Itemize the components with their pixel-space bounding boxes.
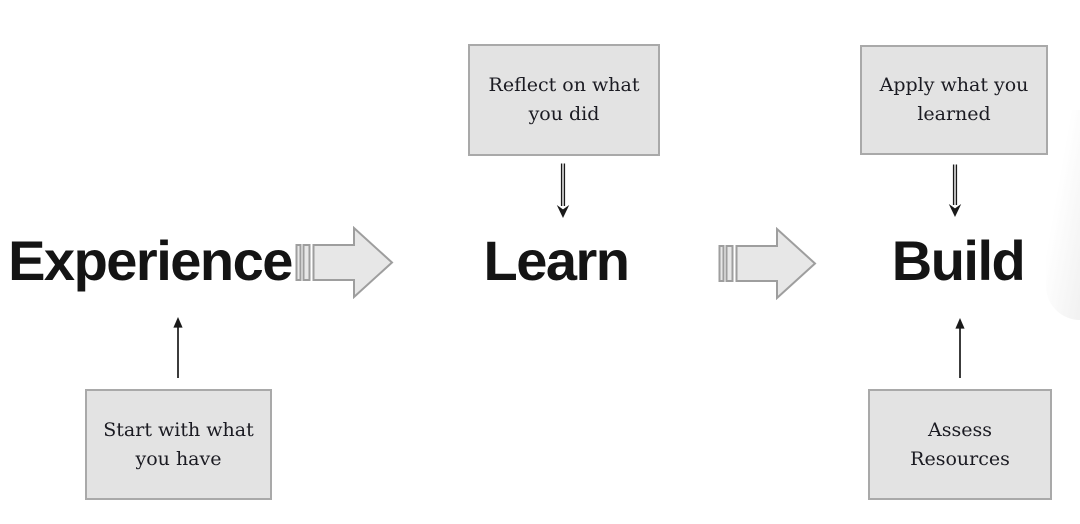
box-text-line: you have [135,447,222,470]
box-text-line: Assess [928,418,992,441]
stage-label-learn: Learn [483,229,631,292]
striped-right-arrow-icon [295,226,394,299]
box-assess-resources: Assess Resources [868,389,1052,500]
box-text-line: Apply what you [879,74,1029,96]
box-text-line: you did [528,103,600,125]
box-reflect-on-what-you-did: Reflect on what you did [468,44,660,156]
box-text-line: learned [917,103,991,125]
striped-right-arrow-icon [718,227,817,300]
box-text-line: Resources [910,447,1010,470]
arrow-up-icon [173,317,183,378]
stage-label-build: Build [891,229,1026,292]
box-apply-what-you-learned: Apply what you learned [860,45,1048,155]
box-text-line: Reflect on what [488,74,640,96]
arrow-down-icon [948,164,962,217]
arrow-up-icon [955,318,965,378]
box-start-with-what-you-have: Start with what you have [85,389,272,500]
arrow-down-icon [556,163,570,218]
stage-label-experience: Experience [8,229,293,292]
box-text-line: Start with what [103,418,254,441]
